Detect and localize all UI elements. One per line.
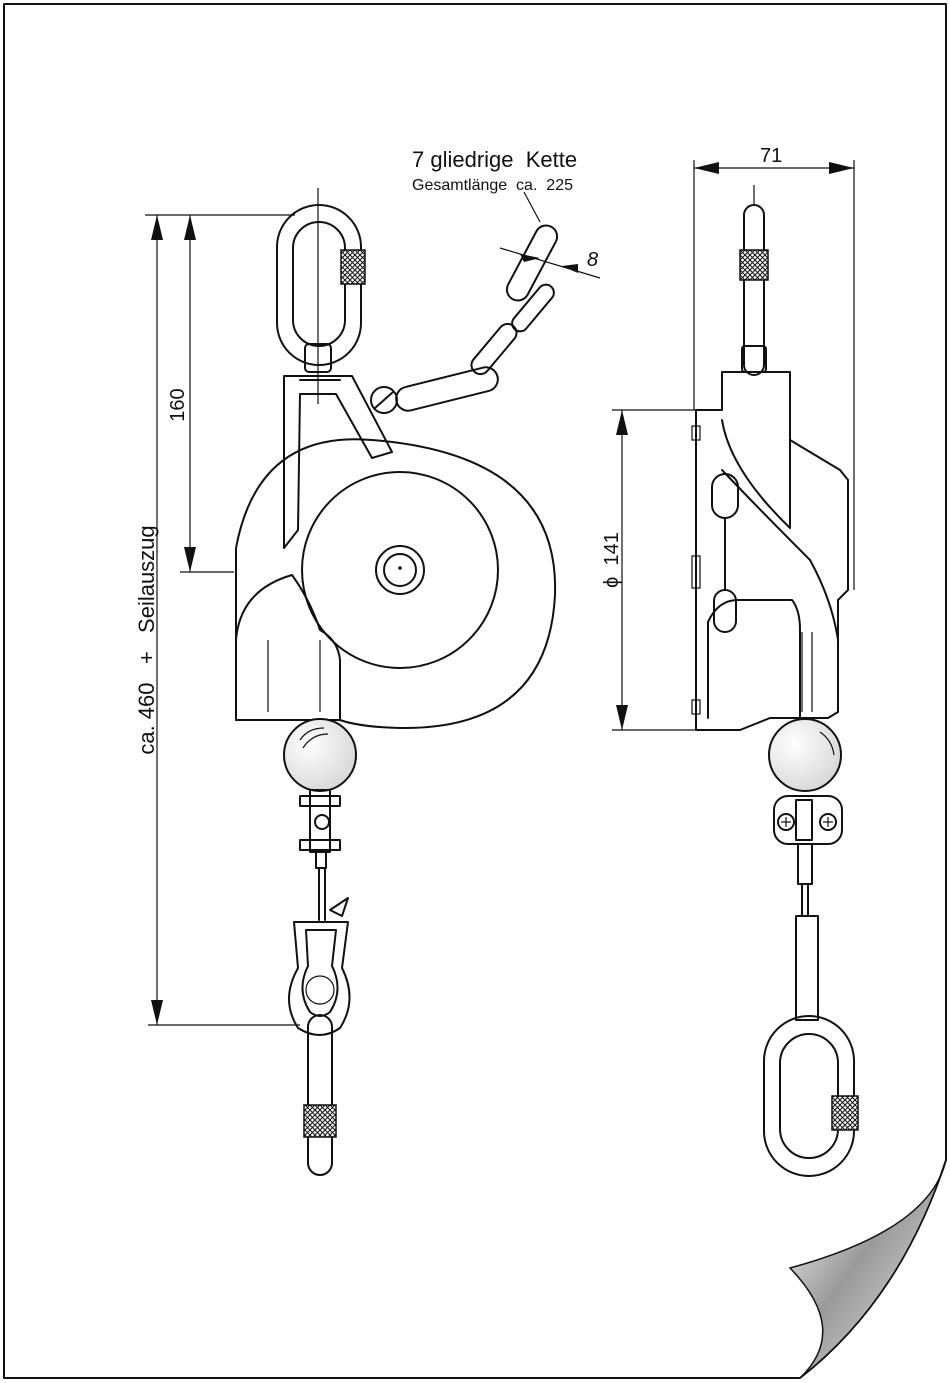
chain-width-label: 8 xyxy=(587,249,598,271)
chain xyxy=(394,192,561,413)
dimension-total-length xyxy=(145,215,300,1025)
dimension-141 xyxy=(612,410,722,730)
chain-length-label: Gesamtlänge ca. 225 xyxy=(412,177,573,194)
front-view xyxy=(145,188,600,1175)
stop-ball xyxy=(284,719,356,791)
cable-clamp xyxy=(300,790,340,868)
height-label: 160 xyxy=(167,388,189,421)
width-label: 71 xyxy=(760,145,782,167)
side-view xyxy=(612,160,858,1176)
bottom-hook xyxy=(304,1015,336,1175)
dimension-71 xyxy=(694,160,854,590)
chain-title-label: 7 gliedrige Kette xyxy=(412,147,577,172)
bottom-thimble xyxy=(289,922,350,1035)
diameter-label: ϕ 141 xyxy=(601,532,623,588)
side-stop-ball xyxy=(769,719,841,791)
page-curl xyxy=(790,1160,946,1378)
total-length-label: ca. 460 + Seilauszug xyxy=(134,525,159,754)
